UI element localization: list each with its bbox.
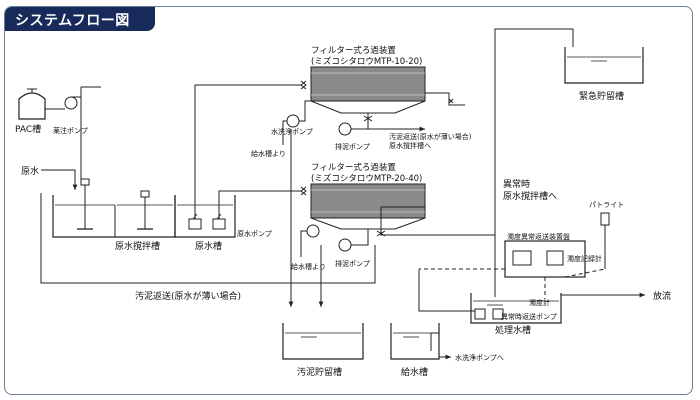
treated-tank-label: 処理水槽	[495, 324, 531, 336]
raw-water-pump-label: 原水ポンプ	[237, 229, 272, 238]
patlite-icon	[600, 212, 610, 269]
filter1-name: フィルター式ろ過装置	[311, 45, 396, 56]
emergency-tank-label: 緊急貯留槽	[579, 90, 624, 102]
to-wash-pump-label: 水洗浄ポンプへ	[455, 353, 504, 362]
turbidity-meter-label: 濁度計	[529, 298, 550, 307]
wash-supply-2	[300, 230, 307, 257]
valve-filter1-out	[448, 98, 454, 104]
filter2-to-treated	[380, 207, 496, 297]
wash-pump-label: 水洗浄ポンプ	[271, 127, 313, 136]
pac-tank	[18, 88, 46, 120]
diagram-frame: システムフロー図 PAC槽 薬注ポンプ 原水	[4, 6, 693, 395]
abnormal-return-pump-label: 異常時返送ポンプ	[501, 312, 557, 321]
return-pump-line	[418, 269, 475, 312]
drain-pump-2	[338, 238, 352, 252]
drain-pump-1	[338, 122, 352, 136]
page-title: システムフロー図	[15, 13, 130, 29]
filter1-model: (ミズコシタロウMTP-10-20)	[311, 56, 422, 67]
sludge-return-note-1: 汚泥返送(原水が薄い場合)	[389, 132, 472, 141]
filter-unit-2	[310, 183, 426, 230]
sludge-storage-label: 汚泥貯留槽	[297, 366, 342, 378]
discharge-label: 放流	[653, 290, 671, 302]
raw-water-label: 原水	[21, 165, 39, 177]
filter2-name: フィルター式ろ過装置	[311, 162, 396, 173]
title-bar: システムフロー図	[5, 7, 155, 31]
raw-water-tank-label: 原水槽	[195, 240, 222, 252]
sludge-storage-tank	[282, 323, 364, 360]
valve-filter2-in	[300, 186, 307, 196]
valve-filter1-drain	[363, 115, 373, 122]
pac-tank-label: PAC槽	[15, 123, 41, 135]
sludge-return-note-2: 原水撹拌槽へ	[389, 141, 431, 150]
abnormal-label-2: 原水撹拌槽へ	[503, 190, 557, 202]
filter2-model: (ミズコシタロウMTP-20-40)	[311, 173, 422, 184]
turbidity-controller	[512, 250, 532, 266]
supply-tank	[390, 323, 440, 360]
turbidity-recorder-label: 濁度記録計	[567, 254, 602, 263]
feed-line-filter2	[218, 190, 301, 219]
feed-line-filter1	[194, 84, 301, 219]
drain-line-2	[351, 239, 369, 246]
raw-water-tank	[174, 195, 236, 238]
drain-line-1	[351, 123, 369, 130]
wash-pump-1	[286, 114, 300, 128]
turbidity-device-label: 濁度異常返送装置盤	[507, 232, 570, 241]
from-supply-tank-2: 給水槽より	[291, 262, 326, 271]
raw-water-inlet	[41, 169, 78, 190]
valve-filter1-in	[300, 80, 307, 90]
treated-water-tank	[470, 293, 562, 324]
filter1-outlet	[425, 92, 465, 106]
patlite-label: パトライト	[589, 201, 624, 209]
sludge-return-loop	[40, 193, 376, 284]
supply-tank-label: 給水槽	[401, 366, 428, 378]
drain-pump-2-label: 排泥ポンプ	[335, 259, 370, 268]
wash-line-1	[299, 100, 311, 122]
from-supply-tank-1: 給水槽より	[251, 149, 286, 158]
raw-stir-tank-label: 原水撹拌槽	[115, 240, 160, 252]
filter-unit-1	[310, 66, 426, 114]
raw-stir-tank	[52, 178, 176, 238]
emergency-line	[494, 28, 574, 235]
drain-pump-1-label: 排泥ポンプ	[335, 142, 370, 151]
sludge-return-main: 汚泥返送(原水が薄い場合)	[135, 290, 241, 302]
valve-filter2-out	[376, 230, 386, 237]
wash-supply-1	[282, 120, 287, 145]
chemical-pump-label: 薬注ポンプ	[53, 126, 88, 135]
flow-diagram: PAC槽 薬注ポンプ 原水 原水撹拌槽	[15, 28, 671, 378]
wash-pump-2	[306, 224, 320, 238]
abnormal-label-1: 異常時	[503, 178, 530, 190]
turbidity-recorder-icon	[546, 250, 564, 266]
chemical-pump	[45, 86, 101, 182]
emergency-tank	[564, 47, 644, 84]
